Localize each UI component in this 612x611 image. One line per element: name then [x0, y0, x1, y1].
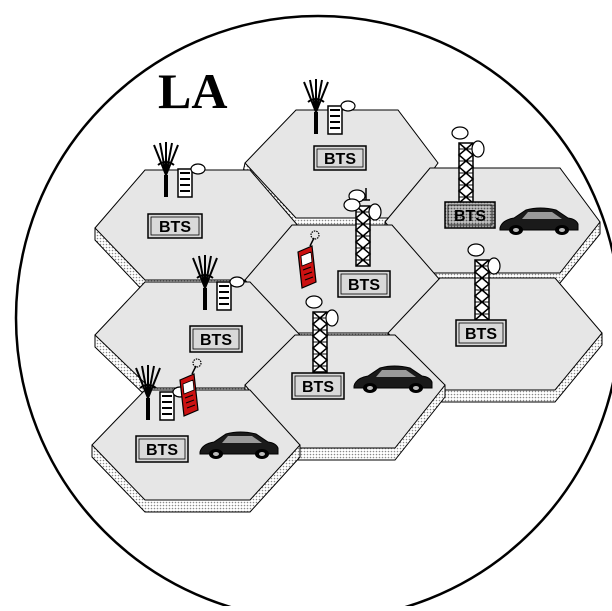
bts-label: BTS — [302, 379, 334, 396]
bts-box-upper-left: BTS — [147, 213, 203, 239]
bts-label: BTS — [159, 219, 191, 236]
bts-label: BTS — [465, 326, 497, 343]
location-area-label: LA — [158, 63, 227, 119]
bts-box-center: BTS — [337, 270, 391, 298]
bts-box-lower-center: BTS — [291, 372, 345, 400]
bts-label: BTS — [454, 208, 486, 225]
bts-box-top-center: BTS — [313, 145, 367, 171]
antenna-stub-icon — [343, 188, 370, 212]
bts-label: BTS — [348, 277, 380, 294]
bts-label: BTS — [146, 442, 178, 459]
bts-label: BTS — [200, 332, 232, 349]
bts-box-middle-left: BTS — [189, 325, 243, 353]
bts-box-bottom-left: BTS — [135, 435, 189, 463]
bts-box-upper-right: BTS — [444, 201, 496, 229]
bts-label: BTS — [324, 151, 356, 168]
bts-box-middle-right: BTS — [455, 319, 507, 347]
